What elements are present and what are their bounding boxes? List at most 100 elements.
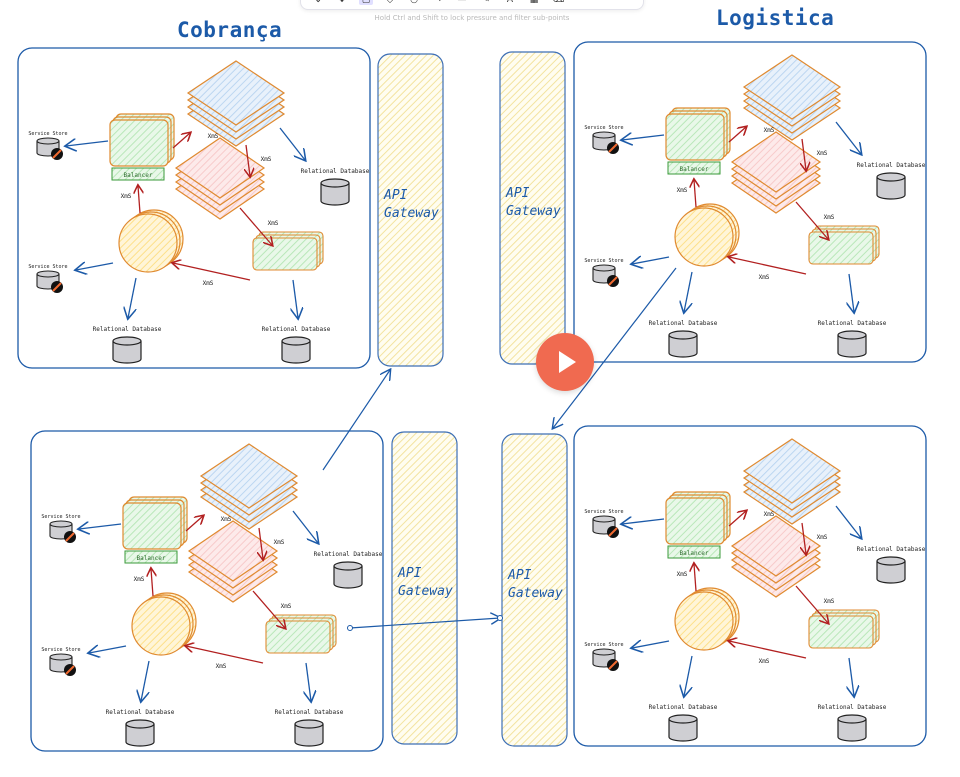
arrow-red-worker [252, 590, 285, 628]
arrow-worker-db [306, 662, 311, 701]
toolbar-tool-3[interactable]: ◇ [386, 0, 394, 5]
arrow-queue-db [835, 505, 861, 538]
arrow-blue-red [259, 527, 263, 559]
section-title-logistica: Logistica [716, 6, 835, 30]
db-label: Relational Database [818, 704, 887, 711]
store-label: Service Store [28, 264, 67, 270]
service-store-top: Service Store [28, 131, 68, 160]
xms-label: XmS [274, 539, 285, 546]
arrow-worker-disk [173, 263, 251, 281]
balancer-node: Balancer [665, 107, 731, 175]
arrow-blue-red [246, 144, 250, 176]
service-store-bottom: Service Store [584, 642, 624, 671]
relational-db-right: Relational Database [314, 551, 383, 589]
relational-db-bottom-right: Relational Database [275, 709, 344, 747]
connector-handle [347, 625, 353, 631]
xms-label: XmS [824, 214, 835, 221]
gateway-label-line1: API [397, 566, 422, 581]
db-label: Relational Database [106, 709, 175, 716]
xms-label: XmS [677, 571, 688, 578]
db-label: Relational Database [857, 162, 926, 169]
arrow-red-worker [795, 201, 828, 239]
xms-label: XmS [817, 150, 828, 157]
queue-stack-blue [199, 443, 299, 530]
db-label: Relational Database [93, 326, 162, 333]
play-video-button[interactable] [536, 333, 594, 391]
db-label: Relational Database [275, 709, 344, 716]
arrow-blue-red [802, 138, 806, 170]
drawing-toolbar: ⇕ ✥ ▢ ◇ ○ → — ✎ A ▦ ⌫ ⋯ [300, 0, 644, 10]
arrow-cobranca-to-logistica-gateway [349, 618, 500, 629]
db-label: Relational Database [649, 704, 718, 711]
xms-label: XmS [208, 133, 219, 140]
queue-stack-red [174, 137, 266, 220]
arrow-disk-store [632, 641, 670, 648]
arrow-disk-store [76, 263, 114, 270]
arrow-disk-db [128, 277, 137, 318]
arrow-disk-balancer [151, 569, 153, 597]
xms-label: XmS [261, 156, 272, 163]
arrow-disk-balancer [138, 186, 140, 214]
connector-handle [497, 615, 503, 621]
store-label: Service Store [584, 125, 623, 131]
arrow-worker-disk [186, 646, 264, 664]
relational-db-bottom-right: Relational Database [818, 320, 887, 358]
arrow-worker-db [849, 657, 854, 696]
store-label: Service Store [584, 642, 623, 648]
toolbar-tool-6[interactable]: — [457, 0, 467, 5]
db-label: Relational Database [818, 320, 887, 327]
store-label: Service Store [41, 647, 80, 653]
toolbar-hint: Hold Ctrl and Shift to lock pressure and… [374, 14, 570, 22]
arrow-disk-db [684, 271, 693, 312]
relational-db-bottom-left: Relational Database [649, 320, 718, 358]
store-label: Service Store [584, 509, 623, 515]
toolbar-tool-4[interactable]: ○ [410, 0, 418, 5]
queue-stack-red [187, 520, 279, 603]
arrow-balancer-store [79, 524, 122, 529]
arrow-balancer-queue [728, 127, 746, 143]
arrow-balancer-queue [728, 511, 746, 527]
relational-db-bottom-left: Relational Database [106, 709, 175, 747]
service-store-top: Service Store [584, 509, 624, 538]
arrow-balancer-queue [172, 133, 190, 149]
service-store-top: Service Store [584, 125, 624, 154]
xms-label: XmS [817, 534, 828, 541]
arrow-logistica-to-gateway [553, 267, 677, 428]
toolbar-tool-0[interactable]: ⇕ [314, 0, 322, 5]
toolbar-tool-7[interactable]: ✎ [482, 0, 490, 5]
gateway-label-line2: Gateway [506, 204, 561, 219]
balancer-label: Balancer [680, 550, 709, 557]
arrow-disk-db [141, 660, 150, 701]
gateway-label-line1: API [507, 568, 532, 583]
cache-disk [118, 209, 184, 273]
arrow-disk-store [89, 646, 127, 653]
db-label: Relational Database [301, 168, 370, 175]
queue-stack-blue [742, 438, 842, 525]
service-store-bottom: Service Store [41, 647, 81, 676]
toolbar-tool-9[interactable]: ▦ [529, 0, 539, 5]
arrow-disk-db [684, 655, 693, 696]
balancer-node: Balancer [665, 491, 731, 559]
toolbar-tool-2[interactable]: ▢ [359, 0, 373, 5]
arrow-queue-db [292, 510, 318, 543]
toolbar-tool-10[interactable]: ⌫ [551, 0, 565, 5]
store-label: Service Store [41, 514, 80, 520]
toolbar-tool-1[interactable]: ✥ [338, 0, 346, 5]
arrow-to-gateway-top [322, 370, 390, 471]
xms-label: XmS [268, 220, 279, 227]
toolbar-tool-8[interactable]: A [506, 0, 514, 5]
section-title-cobranca: Cobrança [177, 18, 283, 42]
toolbar-tool-11[interactable]: ⋯ [577, 0, 587, 5]
queue-stack-red [730, 131, 822, 214]
cache-disk [674, 203, 740, 267]
balancer-label: Balancer [680, 166, 709, 173]
xms-label: XmS [759, 274, 770, 281]
toolbar-tool-5[interactable]: → [434, 0, 442, 5]
relational-db-right: Relational Database [857, 546, 926, 584]
